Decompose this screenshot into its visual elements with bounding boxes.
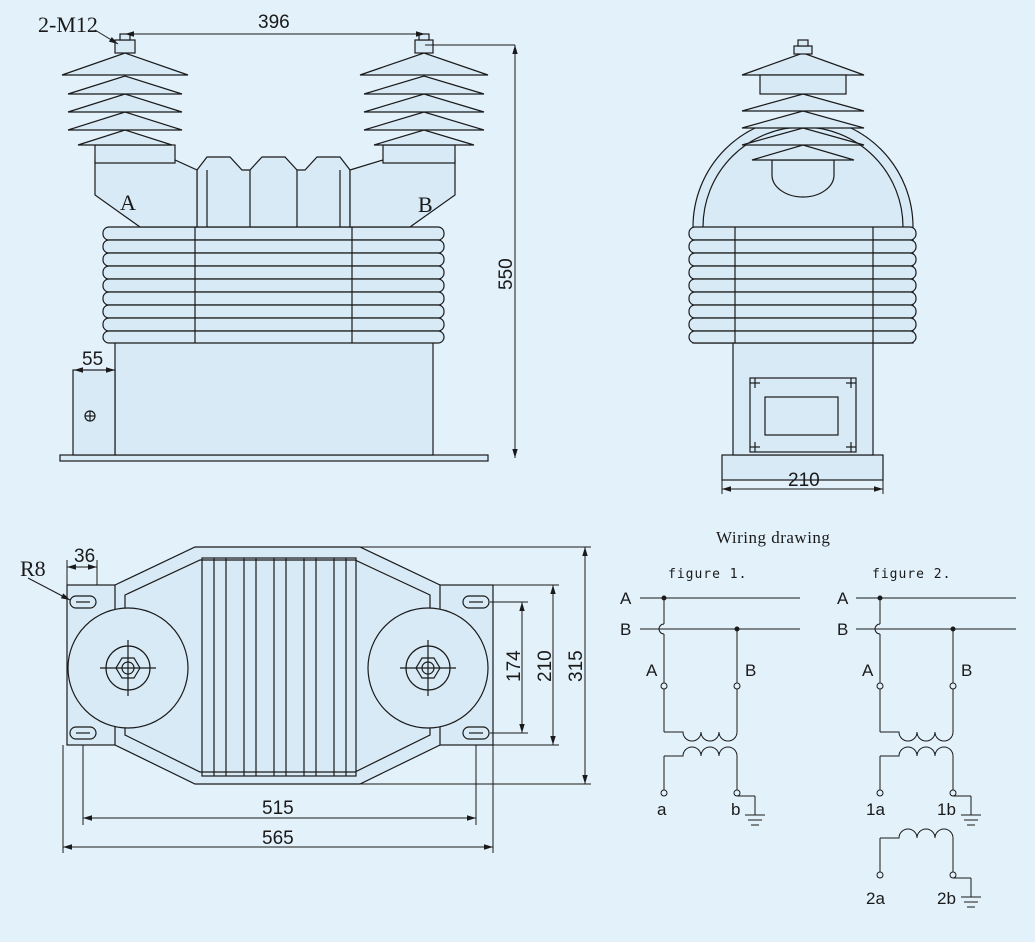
fig2-secondary2-a: 2a	[866, 889, 885, 908]
dim-slot: 36	[74, 546, 95, 567]
dim-hole-span-large: 210	[535, 650, 556, 682]
front-rib-stack	[102, 226, 445, 344]
top-view	[66, 546, 494, 785]
primary-coil-1	[664, 731, 738, 742]
ground-icon	[953, 795, 981, 826]
fig1-primary-a: A	[646, 661, 658, 680]
front-base-plate	[59, 454, 489, 462]
dim-height: 550	[496, 258, 517, 290]
top-corrugations	[201, 557, 357, 777]
fig2-bus-b: B	[837, 620, 848, 639]
fig1-bus-b: B	[620, 620, 631, 639]
fig2-primary-b: B	[961, 661, 972, 680]
top-outline	[114, 546, 441, 785]
front-funnel-left	[94, 159, 198, 228]
dim-total-width: 315	[566, 650, 587, 682]
fig2-primary-a: A	[862, 661, 874, 680]
bracket-bolt-icon	[84, 410, 96, 422]
side-nameplate	[749, 377, 857, 453]
fig1-primary-b: B	[745, 661, 756, 680]
top-bushing-right	[367, 607, 489, 729]
fig1-secondary-b: b	[731, 800, 740, 819]
ground-icon	[737, 795, 765, 826]
wiring-figure-2	[856, 595, 1016, 908]
thread-label: 2-M12	[38, 12, 98, 37]
dim-bracket: 55	[82, 349, 103, 370]
wiring-title: Wiring drawing	[716, 528, 830, 547]
front-lower-housing	[114, 339, 434, 456]
front-funnel-right	[349, 159, 456, 228]
top-view-dimensions	[27, 546, 591, 853]
dim-terminal-spacing: 396	[258, 12, 290, 33]
front-insulator-left	[61, 33, 189, 164]
side-base-plate	[721, 454, 884, 481]
dim-side-base: 210	[788, 470, 820, 491]
fig1-secondary-a: a	[657, 800, 667, 819]
figure2-caption: figure 2.	[872, 567, 951, 582]
side-rib-stack	[688, 226, 917, 344]
radius-label: R8	[20, 556, 46, 581]
top-bushing-left	[67, 607, 189, 729]
dim-hole-span-small: 174	[504, 650, 525, 682]
side-view	[688, 39, 917, 481]
front-view-dimensions	[74, 29, 518, 458]
fig2-secondary2-b: 2b	[937, 889, 956, 908]
wiring-figure-1	[640, 595, 800, 826]
terminal-a-label: A	[120, 190, 136, 215]
secondary-coil-2b	[880, 828, 954, 839]
dim-total-length: 565	[262, 828, 294, 849]
secondary-coil-1	[664, 746, 738, 757]
front-view	[59, 33, 489, 462]
dim-inner-length: 515	[262, 798, 294, 819]
side-insulator	[741, 39, 865, 161]
fig2-secondary1-a: 1a	[866, 800, 885, 819]
top-mounting-slots	[69, 595, 490, 740]
terminal-b-label: B	[418, 192, 433, 217]
front-corrugated-top	[196, 156, 351, 228]
figure1-caption: figure 1.	[668, 567, 747, 582]
fig1-bus-a: A	[620, 589, 632, 608]
front-insulator-right	[359, 33, 489, 164]
fig2-bus-a: A	[837, 589, 849, 608]
fig2-secondary1-b: 1b	[937, 800, 956, 819]
primary-coil-2	[880, 731, 954, 742]
ground-icon	[953, 877, 981, 908]
side-nameplate-window	[764, 396, 839, 436]
secondary-coil-2a	[880, 746, 954, 757]
side-neck	[771, 159, 835, 198]
